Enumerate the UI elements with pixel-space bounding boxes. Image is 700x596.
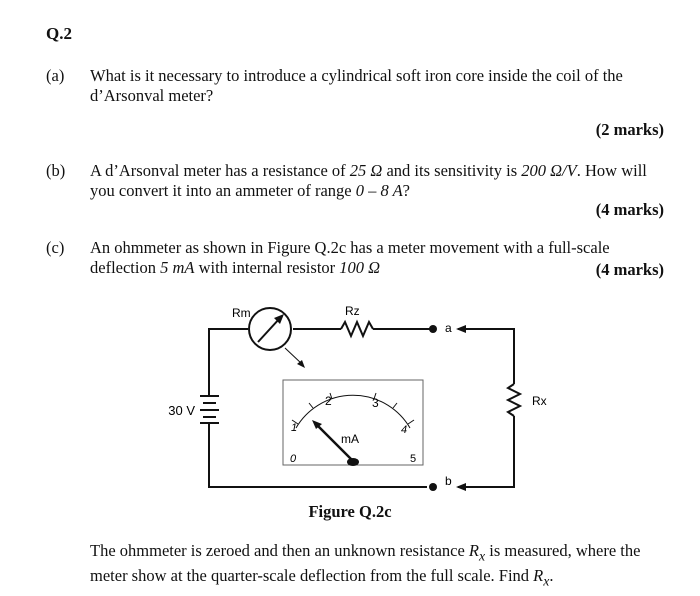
terminal-b-dot (429, 483, 437, 491)
closing-text-post2: . (549, 566, 554, 586)
part-b-text-pre2: you convert it into an ammeter of range (90, 181, 356, 200)
closing-text-pre2: meter show at the quarter-scale deflecti… (90, 566, 534, 586)
part-b-text: A d’Arsonval meter has a resistance of 2… (90, 161, 664, 201)
part-c-text-pre2: deflection (90, 258, 161, 277)
part-b-text-mid1: and its sensitivity is (382, 161, 522, 180)
closing-line2: meter show at the quarter-scale deflecti… (90, 566, 664, 591)
scale-tick-label-4: 4 (401, 424, 407, 436)
part-b-sensitivity: 200 Ω/V (521, 161, 577, 180)
callout-arrow-icon (297, 360, 305, 368)
closing-text-pre1: The ohmmeter is zeroed and then an unkno… (90, 541, 469, 560)
rx-resistor-symbol (505, 383, 523, 417)
part-b-text-post2: ? (402, 181, 410, 200)
closing-line1: The ohmmeter is zeroed and then an unkno… (90, 541, 664, 566)
part-c-label: (c) (46, 238, 65, 257)
wire-rx-top (476, 328, 515, 384)
part-b-range: 0 – 8 A (355, 181, 403, 200)
part-c-fsd: 5 mA (160, 258, 195, 277)
part-b-text-post1: . How will (576, 161, 647, 180)
battery-label: 30 V (168, 403, 195, 418)
part-c-text: An ohmmeter as shown in Figure Q.2c has … (90, 238, 664, 278)
part-a-line1: What is it necessary to introduce a cyli… (90, 66, 623, 85)
meter-scale-arc (295, 394, 411, 429)
scale-tick-label-5: 5 (410, 453, 416, 465)
terminal-a-arrow-icon (456, 325, 466, 333)
meter-unit-label: mA (341, 432, 359, 446)
scale-tick-label-3: 3 (372, 396, 379, 410)
part-b-line2: you convert it into an ammeter of range … (90, 181, 664, 201)
meter-dial-needle (315, 423, 354, 462)
part-c-line1: An ohmmeter as shown in Figure Q.2c has … (90, 238, 610, 257)
meter-arrow-icon (274, 314, 284, 324)
part-c-marks: (4 marks) (595, 260, 664, 279)
part-a-label: (a) (46, 66, 65, 85)
part-b-resistance: 25 Ω (349, 161, 383, 180)
rz-label: Rz (345, 304, 360, 318)
rz-resistor-symbol (340, 319, 374, 339)
part-c-line2: deflection 5 mA with internal resistor 1… (90, 258, 664, 278)
scale-tick-label-1: 1 (291, 422, 297, 434)
figure-caption: Figure Q.2c (308, 502, 392, 521)
meter-needle-symbol (257, 317, 281, 343)
closing-paragraph: The ohmmeter is zeroed and then an unkno… (90, 541, 664, 592)
terminal-a-label: a (445, 321, 452, 335)
scale-tick-label-2: 2 (325, 394, 332, 408)
meter-dial-needle-tip (312, 420, 322, 429)
wire-bottom (208, 423, 427, 488)
callout-line (284, 347, 303, 365)
part-b-text-pre1: A d’Arsonval meter has a resistance of (90, 161, 350, 180)
rx-label: Rx (532, 394, 547, 408)
part-a-line2: d’Arsonval meter? (90, 86, 214, 105)
closing-find-symbol: R (533, 566, 544, 586)
part-a-text: What is it necessary to introduce a cyli… (90, 66, 664, 106)
closing-rx-symbol: R (468, 541, 480, 560)
closing-text-post1: is measured, where the (485, 541, 641, 560)
part-a-marks: (2 marks) (595, 120, 664, 139)
part-c-text-mid2: with internal resistor (194, 258, 340, 277)
meter-scale-ticks (291, 392, 415, 425)
terminal-b-label: b (445, 474, 452, 488)
part-b-marks: (4 marks) (595, 200, 664, 219)
wire-top-left (208, 328, 248, 396)
scale-tick-label-0: 0 (290, 453, 297, 465)
meter-dial-box (282, 379, 424, 466)
rm-label: Rm (232, 306, 251, 320)
terminal-b-arrow-icon (456, 483, 466, 491)
question-number: Q.2 (46, 24, 72, 43)
meter-dial-pivot (347, 458, 359, 466)
closing-find-sub: x (543, 573, 550, 589)
battery-symbol (200, 395, 219, 424)
part-c-rint: 100 Ω (339, 258, 381, 277)
terminal-a-dot (429, 325, 437, 333)
wire-rx-bottom (476, 416, 515, 488)
part-b-line1: A d’Arsonval meter has a resistance of 2… (90, 161, 664, 181)
closing-rx-sub: x (479, 548, 486, 564)
part-b-label: (b) (46, 161, 66, 180)
